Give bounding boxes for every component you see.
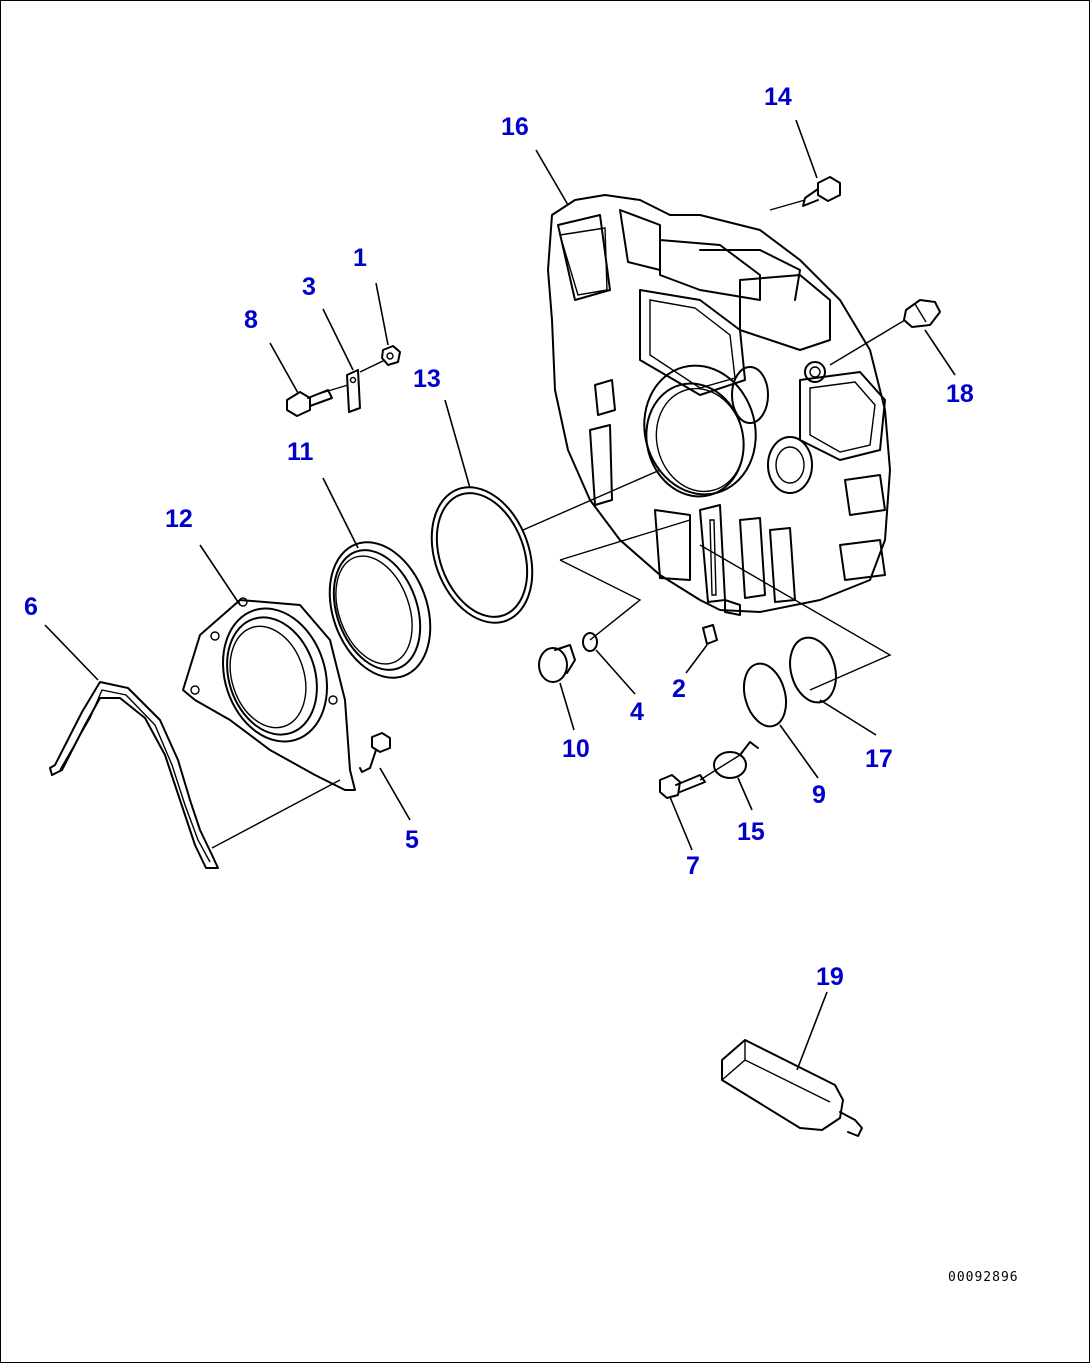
callout-10: 10 bbox=[562, 735, 590, 763]
assembly-lines bbox=[211, 199, 906, 849]
bolt-part-8 bbox=[286, 389, 333, 417]
callout-6: 6 bbox=[24, 593, 38, 621]
callout-18: 18 bbox=[946, 380, 974, 408]
oring-part-4 bbox=[582, 632, 598, 652]
callout-5: 5 bbox=[405, 826, 419, 854]
cap-part-10 bbox=[538, 644, 576, 683]
document-id: 00092896 bbox=[948, 1270, 1019, 1285]
gasket-part-6 bbox=[49, 681, 219, 869]
seal-part-9 bbox=[742, 662, 788, 728]
oil-seal-part-11 bbox=[328, 541, 432, 679]
bracket-part-3 bbox=[346, 369, 361, 413]
nut-part-1 bbox=[381, 345, 401, 366]
plug-part-2 bbox=[702, 624, 718, 645]
tool-part-19 bbox=[721, 1039, 863, 1137]
bolt-part-5 bbox=[359, 732, 391, 773]
callout-19: 19 bbox=[816, 963, 844, 991]
cover-part-15 bbox=[713, 741, 759, 779]
leader-lines bbox=[44, 119, 956, 1071]
flywheel-housing-part-16 bbox=[547, 194, 891, 616]
callout-13: 13 bbox=[413, 365, 441, 393]
callout-2: 2 bbox=[672, 675, 686, 703]
callout-labels: 1 2 3 4 5 6 7 8 9 10 11 12 13 14 15 16 1… bbox=[24, 83, 974, 991]
callout-7: 7 bbox=[686, 852, 700, 880]
bolt-part-7 bbox=[659, 774, 706, 799]
callout-11: 11 bbox=[287, 438, 314, 466]
callout-4: 4 bbox=[630, 698, 644, 726]
bolt-part-14 bbox=[802, 176, 841, 207]
callout-15: 15 bbox=[737, 818, 765, 846]
callout-3: 3 bbox=[302, 273, 316, 301]
gasket-part-17 bbox=[789, 636, 837, 704]
seal-housing-part-12 bbox=[182, 597, 356, 791]
callout-8: 8 bbox=[244, 306, 258, 334]
callout-14: 14 bbox=[764, 83, 792, 111]
seal-ring-part-13 bbox=[430, 486, 534, 624]
plug-part-18 bbox=[903, 299, 941, 328]
callout-16: 16 bbox=[501, 113, 529, 141]
callout-9: 9 bbox=[812, 781, 826, 809]
callout-12: 12 bbox=[165, 505, 193, 533]
callout-1: 1 bbox=[353, 244, 367, 272]
callout-17: 17 bbox=[865, 745, 893, 773]
